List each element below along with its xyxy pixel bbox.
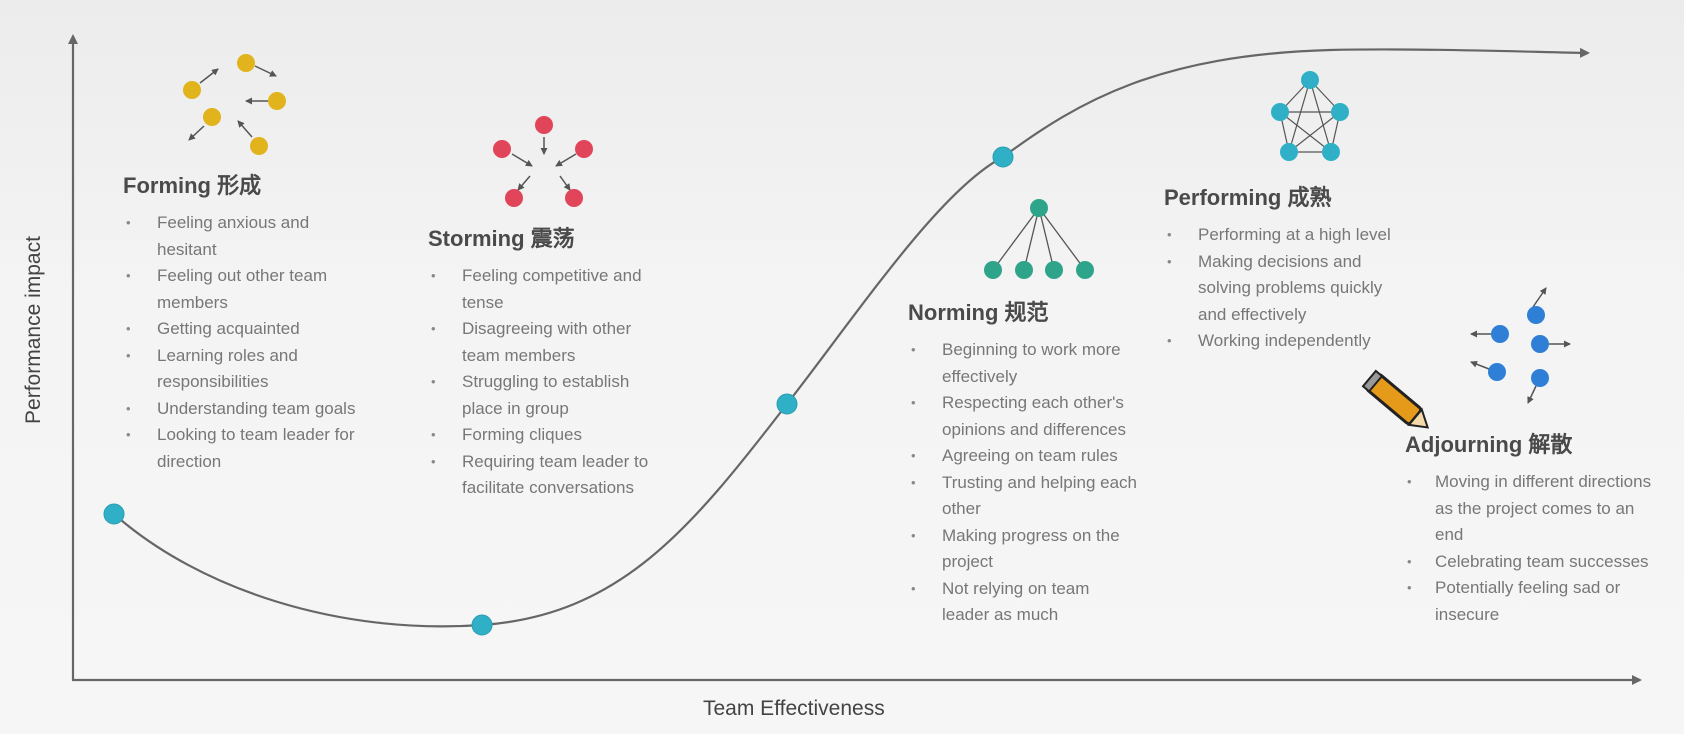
list-item: Agreeing on team rules xyxy=(911,443,1138,470)
list-item: Feeling competitive and tense xyxy=(431,263,660,316)
list-item: Learning roles and responsibilities xyxy=(126,343,363,396)
pencil-cursor-icon xyxy=(1361,369,1430,429)
list-item: Celebrating team successes xyxy=(1407,549,1655,576)
list-item: Beginning to work more effectively xyxy=(911,337,1138,390)
norming-icon xyxy=(984,199,1094,279)
curve-node-storming xyxy=(471,614,493,636)
list-item: Feeling out other team members xyxy=(126,263,363,316)
list-item: Trusting and helping each other xyxy=(911,470,1138,523)
x-axis-label: Team Effectiveness xyxy=(703,697,885,720)
storming-icon xyxy=(493,116,593,207)
stage-items: Performing at a high level Making decisi… xyxy=(1164,222,1414,355)
list-item: Disagreeing with other team members xyxy=(431,316,660,369)
list-item: Getting acquainted xyxy=(126,316,363,343)
performing-icon xyxy=(1271,71,1349,161)
list-item: Working independently xyxy=(1167,328,1414,355)
stage-adjourning: Adjourning 解散 Moving in different direct… xyxy=(1405,427,1655,628)
adjourning-icon xyxy=(1470,287,1571,404)
performance-curve xyxy=(113,47,1590,628)
stage-forming: Forming 形成 Feeling anxious and hesitant … xyxy=(123,168,363,475)
forming-icon xyxy=(183,54,286,155)
stage-performing: Performing 成熟 Performing at a high level… xyxy=(1164,180,1414,355)
curve-node-forming xyxy=(103,503,125,525)
list-item: Making progress on the project xyxy=(911,523,1138,576)
list-item: Understanding team goals xyxy=(126,396,363,423)
curve-node-norming xyxy=(776,393,798,415)
stage-storming: Storming 震荡 Feeling competitive and tens… xyxy=(428,221,660,502)
list-item: Feeling anxious and hesitant xyxy=(126,210,363,263)
stage-title: Forming 形成 xyxy=(123,173,262,198)
list-item: Not relying on team leader as much xyxy=(911,576,1138,629)
stage-items: Feeling anxious and hesitant Feeling out… xyxy=(123,210,363,475)
stage-title: Norming 规范 xyxy=(908,300,1049,325)
stage-items: Moving in different directions as the pr… xyxy=(1405,469,1655,628)
list-item: Respecting each other's opinions and dif… xyxy=(911,390,1138,443)
list-item: Making decisions and solving problems qu… xyxy=(1167,249,1414,329)
list-item: Struggling to establish place in group xyxy=(431,369,660,422)
list-item: Forming cliques xyxy=(431,422,660,449)
stage-title: Storming 震荡 xyxy=(428,226,575,251)
list-item: Performing at a high level xyxy=(1167,222,1414,249)
y-axis-label: Performance impact xyxy=(22,236,45,424)
list-item: Looking to team leader for direction xyxy=(126,422,363,475)
stage-norming: Norming 规范 Beginning to work more effect… xyxy=(908,295,1138,629)
stage-title: Adjourning 解散 xyxy=(1405,432,1573,457)
stage-items: Feeling competitive and tense Disagreein… xyxy=(428,263,660,502)
list-item: Potentially feeling sad or insecure xyxy=(1407,575,1655,628)
curve-node-performing xyxy=(992,146,1014,168)
stage-items: Beginning to work more effectively Respe… xyxy=(908,337,1138,629)
list-item: Requiring team leader to facilitate conv… xyxy=(431,449,660,502)
stage-title: Performing 成熟 xyxy=(1164,185,1332,210)
list-item: Moving in different directions as the pr… xyxy=(1407,469,1655,549)
